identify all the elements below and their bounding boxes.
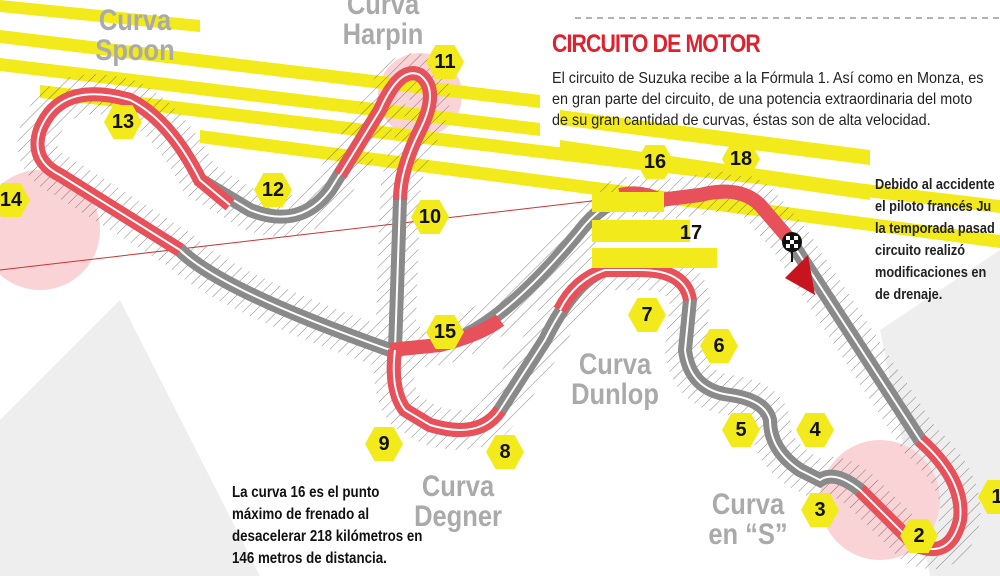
- note-line: La curva 16 es el punto: [232, 484, 380, 501]
- intro-line: El circuito de Suzuka recibe a la Fórmul…: [552, 70, 984, 87]
- note-line: el piloto francés Ju: [875, 198, 992, 215]
- curve-word: Curva: [346, 0, 420, 21]
- note-line: desacelerar 218 kilómetros en: [232, 528, 423, 545]
- note-line: circuito realizó: [875, 242, 965, 259]
- curve-name: Dunlop: [571, 378, 659, 411]
- note-line: 146 metros de distancia.: [232, 550, 387, 567]
- page-title: CIRCUITO DE MOTOR: [552, 30, 761, 58]
- turn-marker-9: 9: [365, 427, 403, 461]
- highlight-bars: [592, 192, 717, 268]
- braking-note: La curva 16 es el punto máximo de frenad…: [232, 482, 422, 570]
- intro-line: de su gran cantidad de curvas, éstas son…: [552, 112, 931, 129]
- note-line: de drenaje.: [875, 286, 943, 303]
- turn-marker-15: 15: [426, 315, 464, 349]
- note-line: Debido al accidente: [875, 176, 995, 193]
- intro-text: El circuito de Suzuka recibe a la Fórmul…: [552, 68, 1000, 131]
- note-line: máximo de frenado al: [232, 506, 370, 523]
- track: [17, 53, 981, 569]
- curve-name: Harpin: [342, 18, 424, 51]
- finish-flag-icon: [782, 232, 802, 262]
- turn-marker-12: 12: [254, 173, 292, 207]
- note-line: modificaciones en: [875, 264, 987, 281]
- intro-line: en gran parte del circuito, de una poten…: [552, 91, 973, 108]
- turn-marker-1: 1: [978, 480, 1000, 514]
- guide-line: [0, 199, 601, 271]
- curve-word: Curva: [421, 470, 495, 503]
- curve-name: Degner: [414, 500, 502, 533]
- turn-marker-17: 17: [679, 221, 703, 244]
- note-line: la temporada pasad: [875, 220, 995, 237]
- curve-word: Curva: [578, 348, 652, 381]
- curve-word: Curva: [98, 4, 172, 37]
- turn-marker-11: 11: [426, 45, 464, 79]
- curve-word: Curva: [711, 488, 785, 521]
- accident-note: Debido al accidente el piloto francés Ju…: [875, 174, 995, 306]
- direction-arrow-icon: [785, 255, 815, 295]
- turn-marker-10: 10: [411, 200, 449, 234]
- curve-name: Spoon: [95, 34, 175, 67]
- curve-name: en “S”: [708, 518, 788, 551]
